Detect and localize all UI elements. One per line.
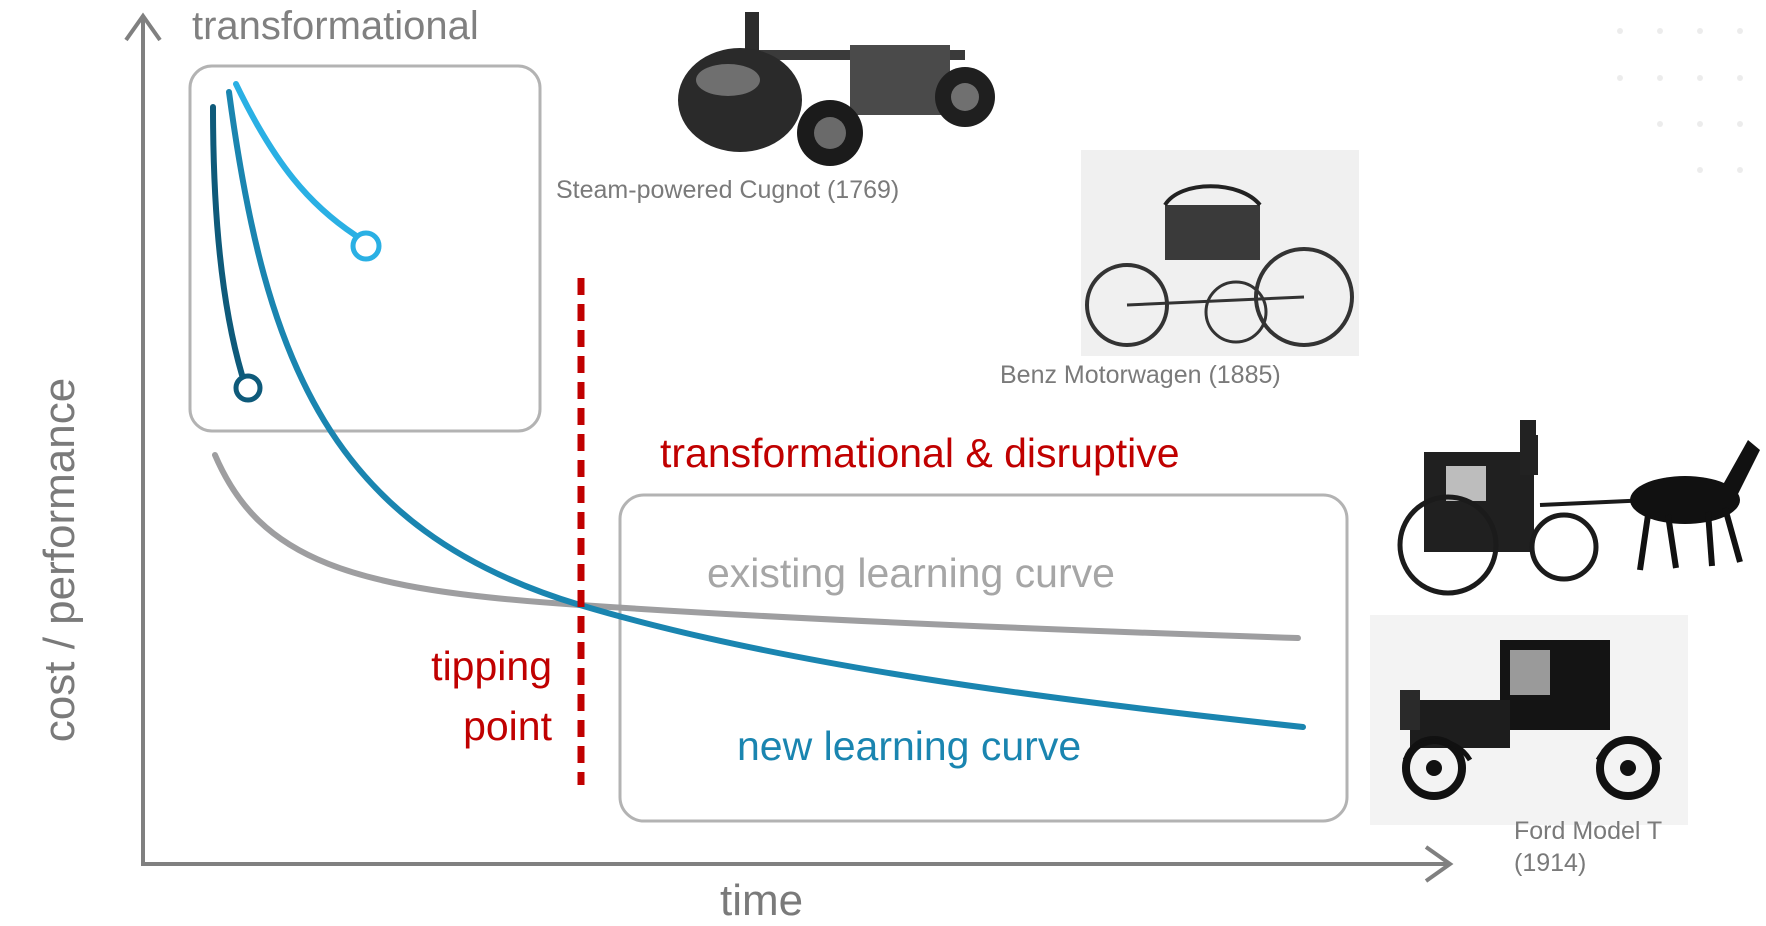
existing-learning-curve xyxy=(212,452,1301,641)
axes xyxy=(124,12,1454,883)
benz-motorwagen-illustration xyxy=(1081,150,1359,356)
transformational-label: transformational xyxy=(192,4,479,48)
transformational-box xyxy=(188,64,542,433)
disruptive-box xyxy=(618,493,1349,823)
y-axis-arrowhead xyxy=(124,12,162,42)
ford-model-t-illustration xyxy=(1370,615,1688,825)
early-curve-dark-end xyxy=(233,373,263,403)
existing-curve-label: existing learning curve xyxy=(707,550,1115,596)
new-curve-label: new learning curve xyxy=(737,723,1082,769)
transformational-disruptive-label: transformational & disruptive xyxy=(660,430,1180,476)
cugnot-caption: Steam-powered Cugnot (1769) xyxy=(556,176,900,204)
benz-caption: Benz Motorwagen (1885) xyxy=(1000,361,1281,389)
x-axis-arrowhead xyxy=(1424,845,1454,883)
horse-carriage-illustration xyxy=(1397,420,1760,596)
early-curve-dark xyxy=(210,104,245,378)
x-axis-label: time xyxy=(720,876,804,925)
early-curve-light-end xyxy=(350,230,382,262)
steam-cugnot-illustration xyxy=(678,12,995,166)
dot-pattern-decoration xyxy=(1617,28,1743,173)
y-axis-label: cost / performance xyxy=(35,377,84,743)
ford-caption: Ford Model T (1914) xyxy=(1514,817,1662,877)
tipping-point-label: tipping point xyxy=(431,643,552,749)
early-curve-light xyxy=(233,81,358,238)
